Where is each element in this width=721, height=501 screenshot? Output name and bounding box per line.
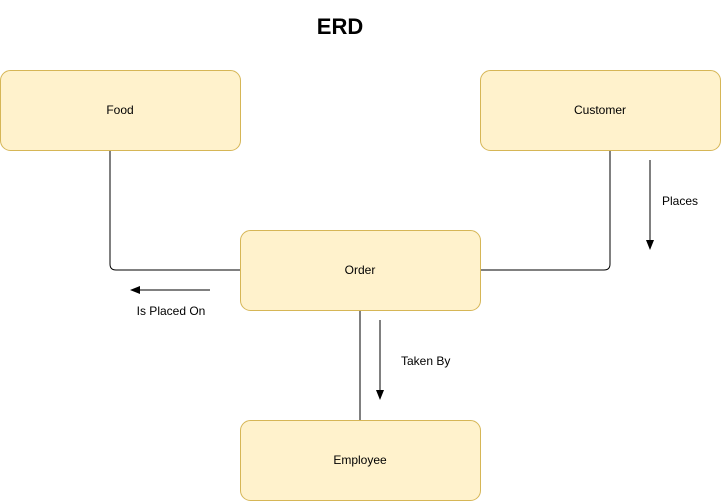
relationship-taken-by-label: Taken By xyxy=(401,354,450,368)
entity-customer-label: Customer xyxy=(574,103,626,117)
entity-food[interactable]: Food xyxy=(0,70,241,151)
food-order-connector[interactable] xyxy=(109,150,240,271)
entity-employee-label: Employee xyxy=(333,453,387,467)
entity-order[interactable]: Order xyxy=(240,230,481,311)
entity-food-label: Food xyxy=(106,103,133,117)
customer-order-connector[interactable] xyxy=(480,150,611,271)
entity-customer[interactable]: Customer xyxy=(480,70,721,151)
entity-employee[interactable]: Employee xyxy=(240,420,481,501)
relationship-is-placed-on-label: Is Placed On xyxy=(137,304,206,318)
entity-food-box[interactable] xyxy=(0,70,241,151)
relationship-places-label: Places xyxy=(662,194,698,208)
entity-order-label: Order xyxy=(345,263,376,277)
diagram-title: ERD xyxy=(316,14,364,39)
entity-order-box[interactable] xyxy=(240,230,481,311)
